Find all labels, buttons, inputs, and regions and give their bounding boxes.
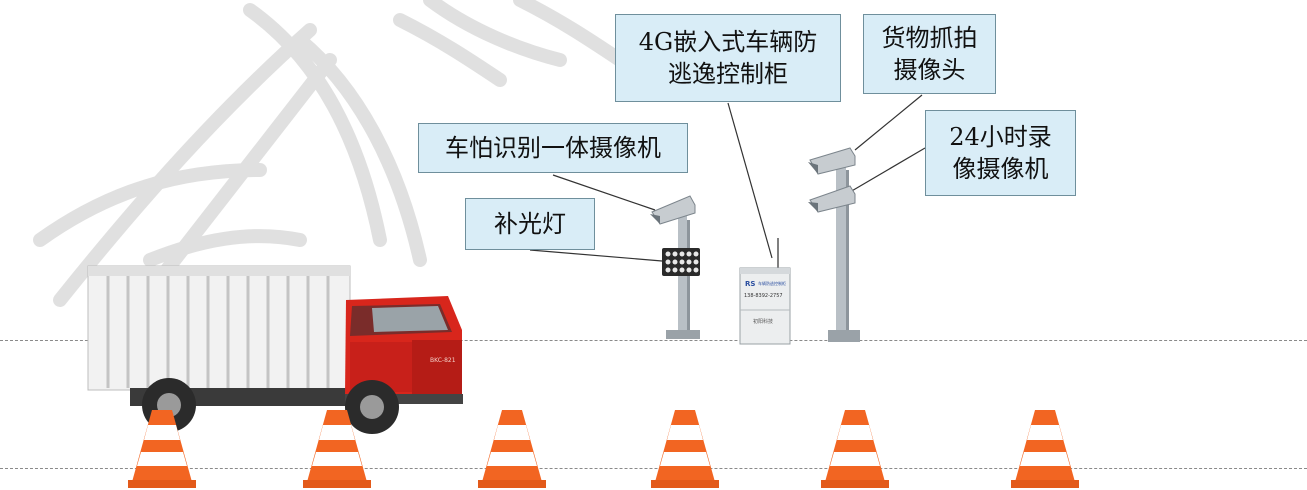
- cabinet-label-line2: 逃逸控制柜: [668, 60, 788, 88]
- camera-24h-label-line2: 像摄像机: [952, 155, 1049, 183]
- plate-camera-label: 车怕识别一体摄像机: [418, 123, 688, 173]
- truck: BKC-821: [87, 265, 463, 434]
- fill-light-leader: [529, 249, 663, 262]
- cargo-camera-leader: [854, 94, 923, 151]
- lane-line-upper: [0, 340, 1307, 341]
- cargo-camera-label-line2: 摄像头: [893, 56, 966, 84]
- cabinet-brand: RS: [745, 280, 756, 288]
- cabinet-phone: 138-8392-2757: [744, 293, 783, 299]
- lane-line-lower: [0, 468, 1307, 469]
- cabinet-leader: [727, 102, 773, 259]
- camera-24h-label: 24小时录 像摄像机: [925, 110, 1076, 196]
- cargo-camera-label: 货物抓拍 摄像头: [863, 14, 996, 94]
- traffic-cone: [303, 410, 371, 488]
- traffic-cones: [128, 410, 1079, 488]
- fill-light-label-line1: 补光灯: [494, 210, 566, 238]
- traffic-cone: [128, 410, 196, 488]
- traffic-cone: [821, 410, 889, 488]
- traffic-cone: [651, 410, 719, 488]
- truck-badge: BKC-821: [430, 357, 456, 364]
- plate-camera-leader: [552, 174, 656, 211]
- control-cabinet: [739, 238, 791, 345]
- plate-camera-label-line1: 车怕识别一体摄像机: [445, 134, 661, 162]
- fill-light-label: 补光灯: [465, 198, 595, 250]
- cabinet-company: 初阳科技: [753, 319, 774, 325]
- watermark: [33, 0, 627, 337]
- traffic-cone: [478, 410, 546, 488]
- camera-24h-label-line1: 24小时录: [949, 123, 1052, 151]
- cabinet-label: 4G嵌入式车辆防 逃逸控制柜: [615, 14, 841, 102]
- traffic-cone: [1011, 410, 1079, 488]
- cargo-camera-label-line1: 货物抓拍: [881, 24, 978, 52]
- cabinet-name: 车辆防逃控制柜: [758, 281, 786, 286]
- cabinet-label-line1: 4G嵌入式车辆防: [638, 28, 818, 56]
- leader-lines: [529, 94, 926, 262]
- plate-camera-pole: [650, 195, 700, 339]
- right-camera-pole: [808, 147, 860, 342]
- camera-24h-leader: [849, 147, 926, 193]
